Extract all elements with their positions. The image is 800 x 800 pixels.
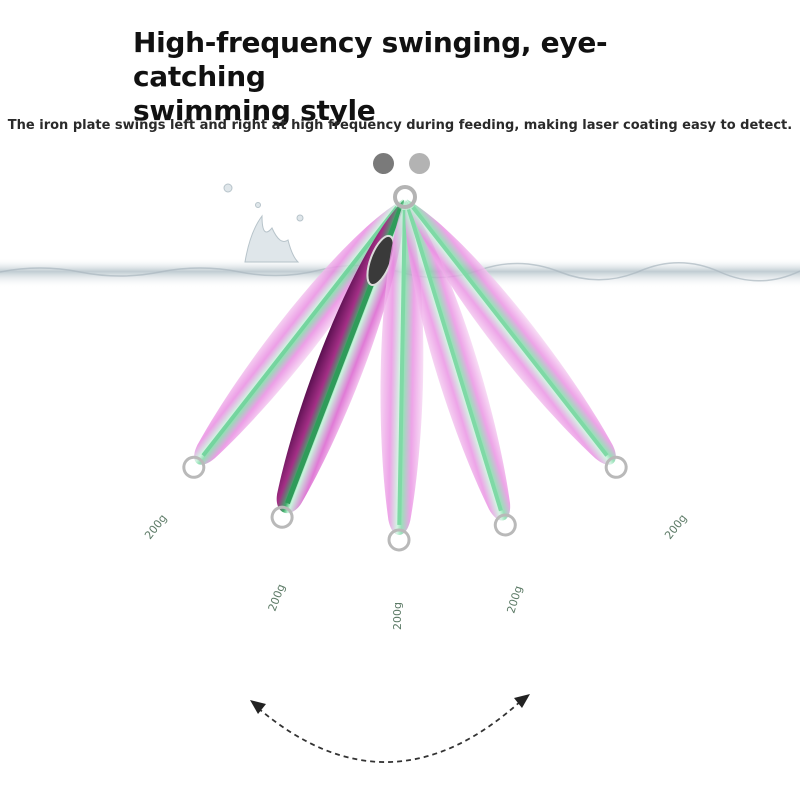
lure-fan	[182, 199, 628, 552]
carousel-dots	[373, 153, 430, 175]
carousel-dot-2[interactable]	[409, 153, 430, 174]
lure-weight-label: 200g	[662, 512, 689, 542]
headline: High-frequency swinging, eye-catching sw…	[133, 26, 733, 128]
lure-right	[405, 199, 517, 537]
lure-center	[380, 199, 424, 552]
water-splash	[223, 183, 304, 263]
swing-arrow-head-right	[514, 694, 530, 708]
carousel-dot-1[interactable]	[373, 153, 394, 174]
split-ring	[393, 185, 417, 209]
swing-arrow-arc	[257, 699, 523, 763]
lure-far-right	[406, 199, 628, 479]
lure-weight-label: 200g	[142, 512, 169, 542]
lure-swing-illustration: 200g 200g 200g 200g 200g	[0, 183, 800, 763]
headline-line-2: swimming style	[133, 94, 376, 127]
swing-arrow-head-left	[250, 700, 266, 714]
lure-weight-label: 200g	[391, 602, 404, 630]
headline-line-1: High-frequency swinging, eye-catching	[133, 26, 608, 93]
lure-left-dark	[270, 199, 405, 529]
lure-weight-label: 200g	[266, 582, 288, 613]
lure-weight-label: 200g	[504, 584, 525, 615]
lure-far-left	[182, 199, 404, 479]
subheading: The iron plate swings left and right at …	[7, 118, 793, 133]
